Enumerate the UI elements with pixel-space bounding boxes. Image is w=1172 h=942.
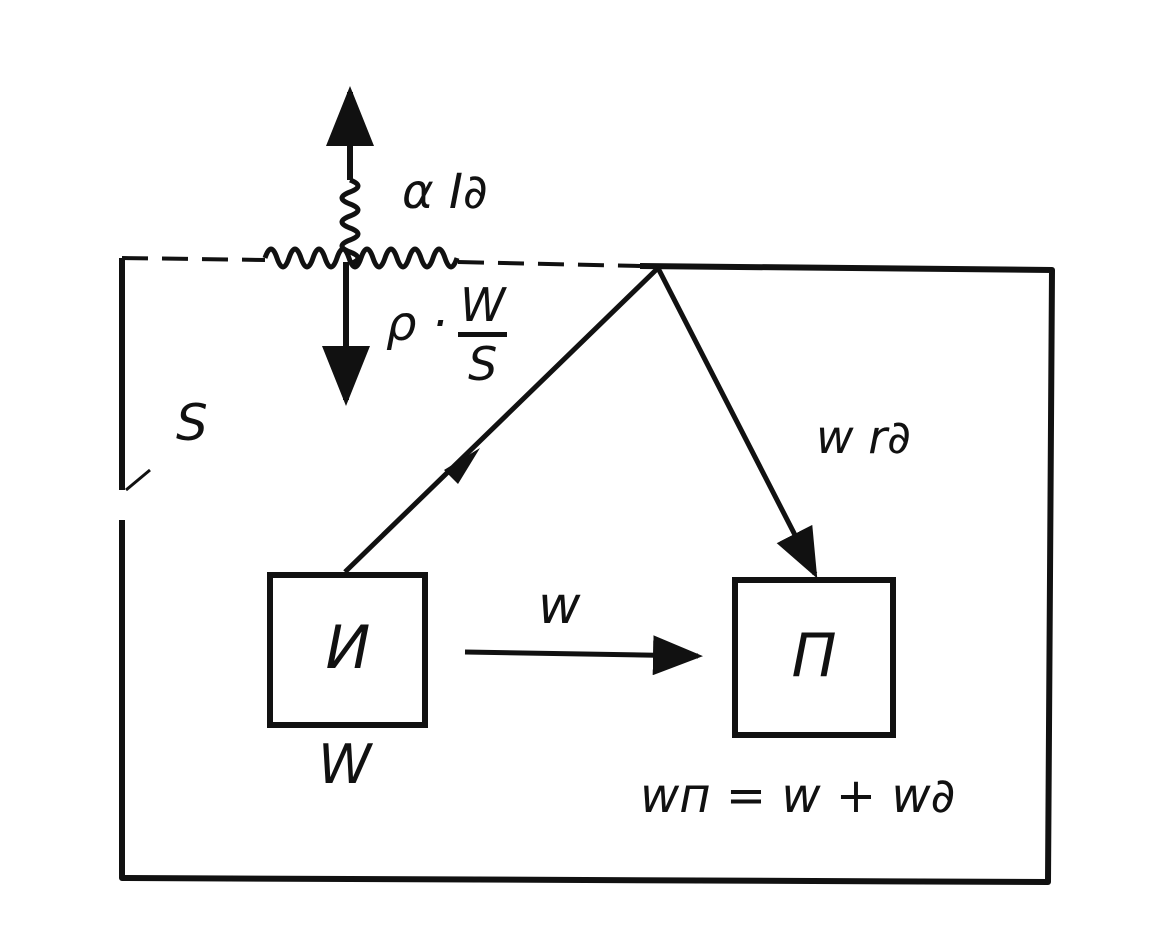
diffuse-flux-label: w r∂ xyxy=(816,410,911,464)
direct-ray-arrow xyxy=(464,635,703,676)
receiver-box-label: П xyxy=(791,621,837,691)
receiver-equation-label: wп = w + w∂ xyxy=(640,768,956,824)
fraction-numerator: W xyxy=(458,282,508,337)
source-box xyxy=(267,572,428,728)
ray-source-arrowhead xyxy=(444,448,480,484)
room-wall-dashed-top xyxy=(121,256,641,268)
fraction-denominator: S xyxy=(468,337,498,391)
receiver-box xyxy=(732,577,896,738)
ray-ceiling-to-receiver xyxy=(655,266,818,579)
reflect-coef-label: ρ · xyxy=(386,296,447,352)
area-label: S xyxy=(176,394,208,452)
absorbed-wave-vertical xyxy=(339,177,361,267)
reflect-fraction: W S xyxy=(458,282,508,391)
absorbed-label: α I∂ xyxy=(402,164,488,220)
source-box-label: И xyxy=(325,613,371,683)
direct-flux-label: w xyxy=(538,576,581,636)
ray-source-to-ceiling xyxy=(343,266,660,574)
source-power-label: W xyxy=(318,733,372,796)
absorbing-wall-wave xyxy=(262,246,460,270)
area-marker-tick xyxy=(125,468,151,492)
room-wall-outline xyxy=(119,258,1055,885)
